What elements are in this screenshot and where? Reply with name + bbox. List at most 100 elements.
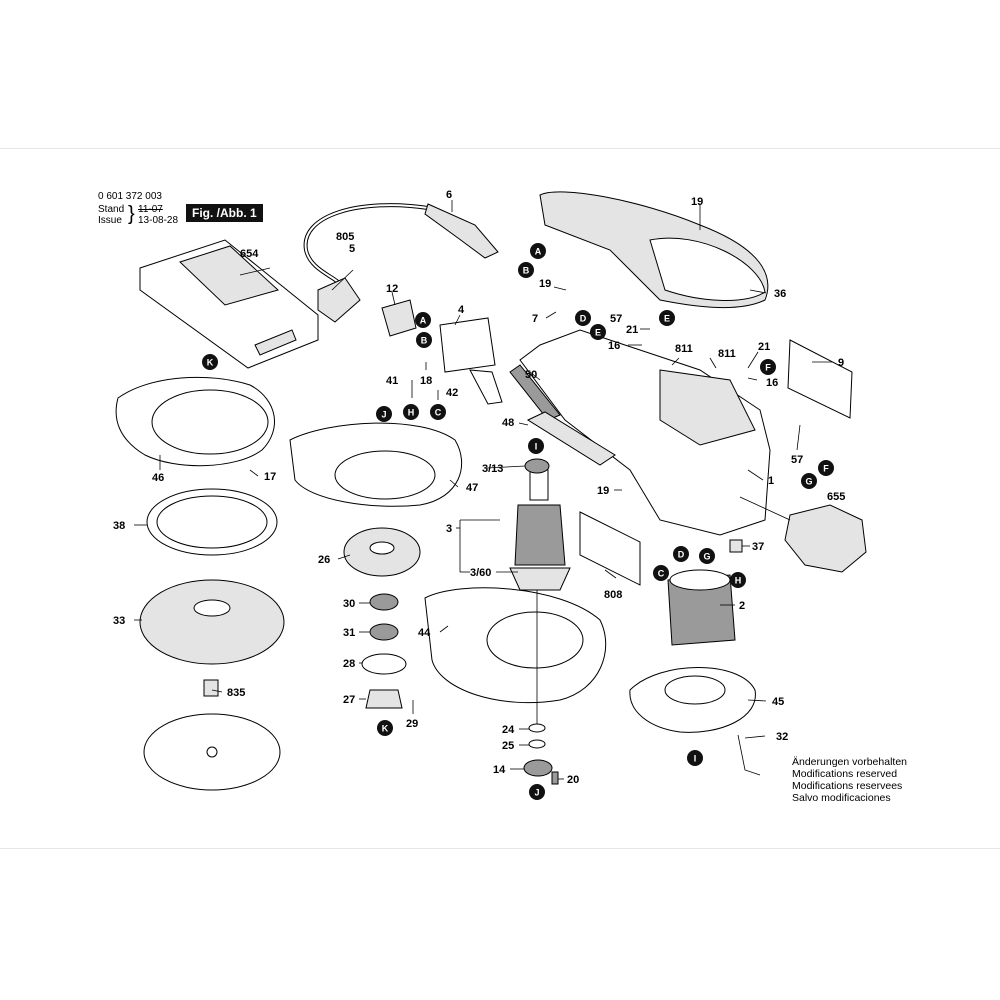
bottom-divider [0,848,1000,849]
svg-text:J: J [381,410,386,420]
label-17: 17 [264,471,276,483]
bearing-31 [369,623,399,641]
armature-3 [509,469,571,591]
svg-text:E: E [595,328,601,338]
label-2: 2 [739,600,745,612]
plate-47 [289,422,463,507]
marker-j: J [529,784,545,800]
plate-45 [629,667,756,733]
label-19c: 19 [597,485,609,497]
power-cable-805 [303,203,499,323]
label-16a: 16 [608,340,620,352]
marker-c: C [653,565,669,581]
label-3-13: 3/13 [482,463,503,475]
marker-b: B [518,262,534,278]
screw-20 [551,771,559,785]
label-654: 654 [240,248,259,260]
note-line: Modifications reserved [792,768,898,780]
svg-text:H: H [408,408,415,418]
label-19a: 19 [691,196,703,208]
washer-25 [528,739,546,749]
marker-f: F [760,359,776,375]
marker-k: K [202,354,218,370]
svg-text:K: K [207,358,214,368]
bearing-14 [523,759,553,777]
label-19b: 19 [539,278,551,290]
marker-h: H [730,572,746,588]
label-31: 31 [343,627,355,639]
sanding-pad-33 [139,579,285,665]
dust-bag-654 [139,239,319,369]
marker-i: I [528,438,544,454]
reference-markers: A B A B H C D E E F F G K J I D G C H K … [202,243,834,800]
marker-k: K [377,720,393,736]
label-48: 48 [502,417,514,429]
label-14: 14 [493,764,506,776]
label-47: 47 [466,482,478,494]
label-6: 6 [446,189,452,201]
leader-lines [134,200,832,780]
strip-50 [509,364,561,421]
strip-48 [526,411,616,466]
label-38: 38 [113,520,125,532]
svg-text:F: F [765,363,771,373]
label-5: 5 [349,243,355,255]
label-21a: 21 [626,324,638,336]
plug-655 [784,504,867,573]
label-3-60: 3/60 [470,567,491,579]
svg-text:C: C [435,408,442,418]
marker-g: G [699,548,715,564]
label-46: 46 [152,472,164,484]
svg-text:B: B [421,336,428,346]
svg-text:I: I [535,442,538,452]
switch-4 [439,317,503,405]
svg-text:D: D [580,314,587,324]
marker-a: A [530,243,546,259]
label-27: 27 [343,694,355,706]
label-4: 4 [458,304,465,316]
washer-24 [528,723,546,733]
switch-cap-12 [381,299,417,337]
label-44: 44 [418,627,431,639]
svg-text:H: H [735,576,742,586]
svg-text:G: G [703,552,710,562]
label-12: 12 [386,283,398,295]
shroud-46 [115,376,275,467]
top-cover-36 [539,191,769,309]
sanding-disc [143,713,281,791]
label-29: 29 [406,718,418,730]
svg-text:A: A [420,316,427,326]
label-28: 28 [343,658,355,670]
plate-9 [787,339,853,419]
bearing-3-13 [524,458,550,474]
marker-d: D [575,310,591,326]
marker-d: D [673,546,689,562]
label-811a: 811 [675,343,693,355]
marker-c: C [430,404,446,420]
label-3: 3 [446,523,452,535]
part-27 [365,689,403,709]
plate-808 [579,511,641,586]
label-42: 42 [446,387,458,399]
label-20: 20 [567,774,579,786]
label-805: 805 [336,231,354,243]
svg-text:B: B [523,266,530,276]
marker-h: H [403,404,419,420]
svg-text:K: K [382,724,389,734]
label-7: 7 [532,313,538,325]
label-25: 25 [502,740,514,752]
marker-f: F [818,460,834,476]
label-18: 18 [420,375,432,387]
label-835: 835 [227,687,245,699]
part-number: 0 601 372 003 [98,191,162,202]
label-9: 9 [838,357,844,369]
label-57b: 57 [791,454,803,466]
label-57a: 57 [610,313,622,325]
label-37: 37 [752,541,764,553]
label-45: 45 [772,696,784,708]
label-1: 1 [768,475,774,487]
marker-e: E [590,324,606,340]
svg-text:I: I [694,754,697,764]
field-coil-2 [667,569,736,646]
